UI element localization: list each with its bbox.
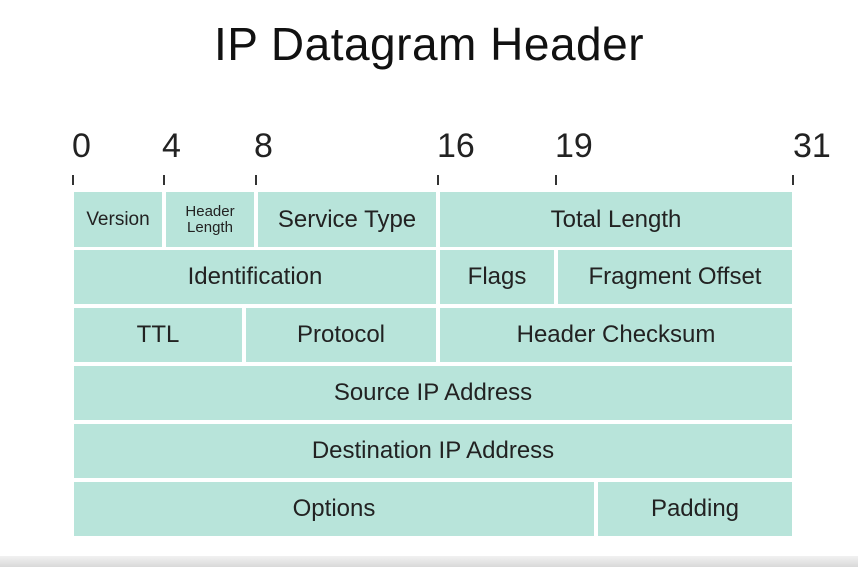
bit-label-31: 31 xyxy=(793,127,831,165)
tick-mark xyxy=(163,175,165,185)
field-protocol-label: Protocol xyxy=(296,321,386,348)
field-protocol: Protocol xyxy=(246,308,436,362)
bottom-edge-bar xyxy=(0,556,858,567)
bit-label-0: 0 xyxy=(72,127,91,165)
field-fragment-offset: Fragment Offset xyxy=(558,250,792,304)
bit-label-16: 16 xyxy=(437,127,475,165)
bit-label-8: 8 xyxy=(254,127,273,165)
field-source-ip: Source IP Address xyxy=(74,366,792,420)
field-header-checksum: Header Checksum xyxy=(440,308,792,362)
tick-mark xyxy=(792,175,794,185)
field-destination-ip: Destination IP Address xyxy=(74,424,792,478)
field-service-type-label: Service Type xyxy=(277,205,417,233)
field-source-ip-label: Source IP Address xyxy=(333,379,533,406)
bit-label-19: 19 xyxy=(555,127,593,165)
tick-mark xyxy=(555,175,557,185)
field-ttl: TTL xyxy=(74,308,242,362)
field-total-length-label: Total Length xyxy=(550,205,682,233)
field-options: Options xyxy=(74,482,594,536)
tick-mark xyxy=(72,175,74,185)
field-destination-ip-label: Destination IP Address xyxy=(311,437,555,464)
field-flags-label: Flags xyxy=(467,263,527,290)
tick-mark xyxy=(255,175,257,185)
field-fragment-offset-label: Fragment Offset xyxy=(588,263,762,290)
field-version: Version xyxy=(74,192,162,247)
field-identification-label: Identification xyxy=(187,263,323,290)
field-identification: Identification xyxy=(74,250,436,304)
field-header-checksum-label: Header Checksum xyxy=(516,321,716,348)
field-ttl-label: TTL xyxy=(136,321,180,348)
field-header-length-line1: Header xyxy=(185,202,235,220)
field-padding: Padding xyxy=(598,482,792,536)
field-header-length: Header Length xyxy=(166,192,254,247)
bit-label-4: 4 xyxy=(162,127,181,165)
field-options-label: Options xyxy=(292,495,376,522)
field-flags: Flags xyxy=(440,250,554,304)
field-total-length: Total Length xyxy=(440,192,792,247)
field-padding-label: Padding xyxy=(650,495,740,522)
field-version-label: Version xyxy=(86,208,150,230)
field-header-length-line2: Length xyxy=(187,218,233,236)
tick-mark xyxy=(437,175,439,185)
diagram-title: IP Datagram Header xyxy=(213,18,645,70)
field-service-type: Service Type xyxy=(258,192,436,247)
